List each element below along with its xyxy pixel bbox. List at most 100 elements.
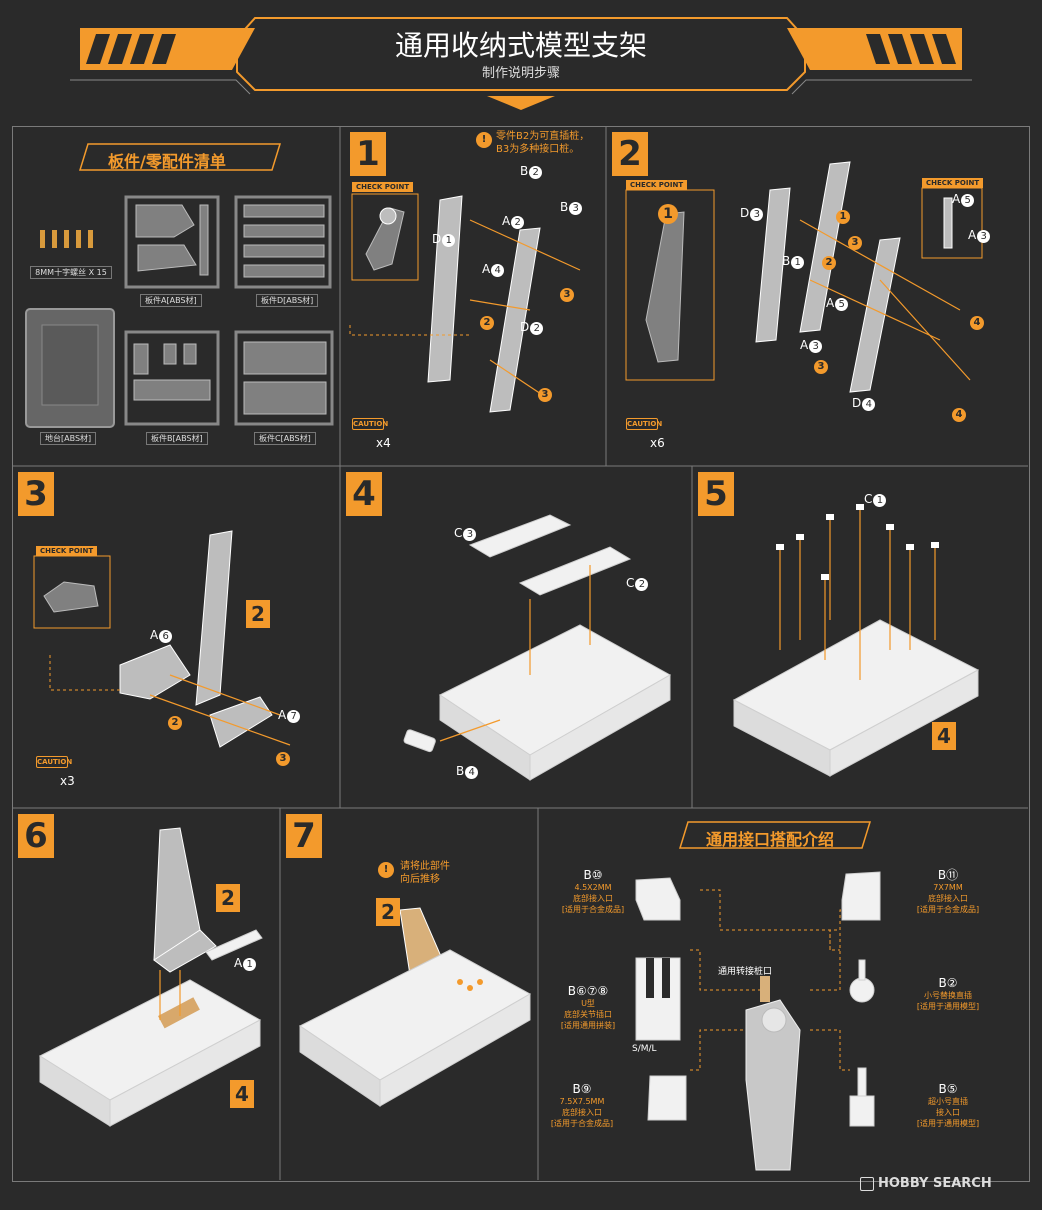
check-point-image <box>351 193 419 281</box>
spec-b11: B⑪ 7X7MM 底部接入口 [适用于合金成品] <box>912 868 984 915</box>
spec-id: B⑤ <box>938 1082 958 1096</box>
spec-b10: B⑩ 4.5X2MM 底部接入口 [适用于合金成品] <box>560 868 626 915</box>
step-5-diagram <box>732 504 980 777</box>
sprue-c-label: 板件C[ABS材] <box>254 432 316 445</box>
watermark-icon <box>860 1176 874 1191</box>
spec-line: 底部接入口 <box>573 894 613 903</box>
spec-line: 4.5X2MM <box>574 883 612 892</box>
screw-number: 4 <box>970 316 984 330</box>
part-number: 4 <box>230 1080 254 1108</box>
screw-number: 2 <box>822 256 836 270</box>
spec-line: 接入口 <box>936 1108 960 1117</box>
step-6-diagram <box>38 827 263 1127</box>
screw-number: 3 <box>560 288 574 302</box>
sprue-a-image <box>124 195 220 289</box>
check-point-image <box>33 555 111 629</box>
spec-line: 底部关节插口 <box>564 1010 612 1019</box>
spec-id: B② <box>938 976 958 990</box>
sprue-d-label: 板件D[ABS材] <box>256 294 319 307</box>
check-point-label: CHECK POINT <box>626 180 688 190</box>
step-7-note: 请将此部件 向后推移 <box>400 860 450 886</box>
step-1-diagram <box>349 195 581 413</box>
spec-id: B⑪ <box>937 868 959 882</box>
step-number: 5 <box>698 472 734 516</box>
spec-line: [适用于合金成品] <box>550 1119 614 1128</box>
step-number: 4 <box>346 472 382 516</box>
screw-number: 2 <box>168 716 182 730</box>
sprue-a-label: 板件A[ABS材] <box>140 294 202 307</box>
spec-id: B⑨ <box>572 1082 592 1096</box>
spec-line: [适用于通用模型] <box>916 1119 980 1128</box>
caution-count: x3 <box>60 774 75 788</box>
note-line: 向后推移 <box>400 874 440 885</box>
step-number: 7 <box>286 814 322 858</box>
interface-diagram <box>635 871 881 1171</box>
watermark: HOBBY SEARCH <box>860 1176 992 1191</box>
center-connector-label: 通用转接桩口 <box>718 967 773 977</box>
step-7-diagram <box>299 907 532 1107</box>
check-point-image <box>625 189 715 381</box>
check-point-image-2 <box>921 187 983 259</box>
spec-id: B⑩ <box>583 868 603 882</box>
note-line: B3为多种接口桩。 <box>496 144 580 155</box>
sprue-d-image <box>234 195 332 289</box>
spec-line: [适用于合金成品] <box>561 905 625 914</box>
interface-heading: 通用接口搭配介绍 <box>706 830 835 849</box>
screw-number: 3 <box>276 752 290 766</box>
step-2-diagram <box>755 161 971 393</box>
part-number: 2 <box>216 884 240 912</box>
grid-frame <box>12 126 1030 1182</box>
caution-label: CAUTION <box>352 418 389 430</box>
size-label: S/M/L <box>632 1044 657 1054</box>
spec-b678: B⑥⑦⑧ U型 底部关节插口 [适用通用拼装] <box>552 984 624 1031</box>
caution-label: CAUTION <box>626 418 663 430</box>
screw-number: 3 <box>848 236 862 250</box>
spec-line: [适用于通用模型] <box>916 1002 980 1011</box>
check-point-label: CHECK POINT <box>352 182 414 192</box>
watermark-text: HOBBY SEARCH <box>878 1176 992 1191</box>
spec-id: B⑥⑦⑧ <box>567 984 609 998</box>
caution-count: x6 <box>650 436 665 450</box>
step-number: 2 <box>612 132 648 176</box>
step-number: 1 <box>350 132 386 176</box>
sprue-c-image <box>234 330 334 426</box>
spec-line: 超小号直插 <box>928 1097 968 1106</box>
base-label: 地台[ABS材] <box>40 432 97 445</box>
spec-line: 7X7MM <box>933 883 963 892</box>
screw-number: 1 <box>836 210 850 224</box>
part-number: 4 <box>932 722 956 750</box>
spec-b9: B⑨ 7.5X7.5MM 底部接入口 [适用于合金成品] <box>546 1082 618 1129</box>
page-subtitle: 制作说明步骤 <box>481 66 560 81</box>
info-icon: ! <box>476 132 492 148</box>
note-line: 零件B2为可直插桩， <box>496 131 590 142</box>
step-1-note: 零件B2为可直插桩， B3为多种接口桩。 <box>496 130 589 156</box>
sprue-b-label: 板件B[ABS材] <box>146 432 208 445</box>
spec-line: [适用于合金成品] <box>916 905 980 914</box>
part-number: 2 <box>376 898 400 926</box>
screw-caption: 8MM十字螺丝 X 15 <box>30 266 112 279</box>
step-number: 3 <box>18 472 54 516</box>
check-point-label: CHECK POINT <box>922 178 984 188</box>
step-4-diagram <box>403 514 672 781</box>
spec-b5: B⑤ 超小号直插 接入口 [适用于通用模型] <box>910 1082 986 1129</box>
caution-label: CAUTION <box>36 756 73 768</box>
note-line: 请将此部件 <box>400 861 450 872</box>
sprue-b-image <box>124 330 220 426</box>
